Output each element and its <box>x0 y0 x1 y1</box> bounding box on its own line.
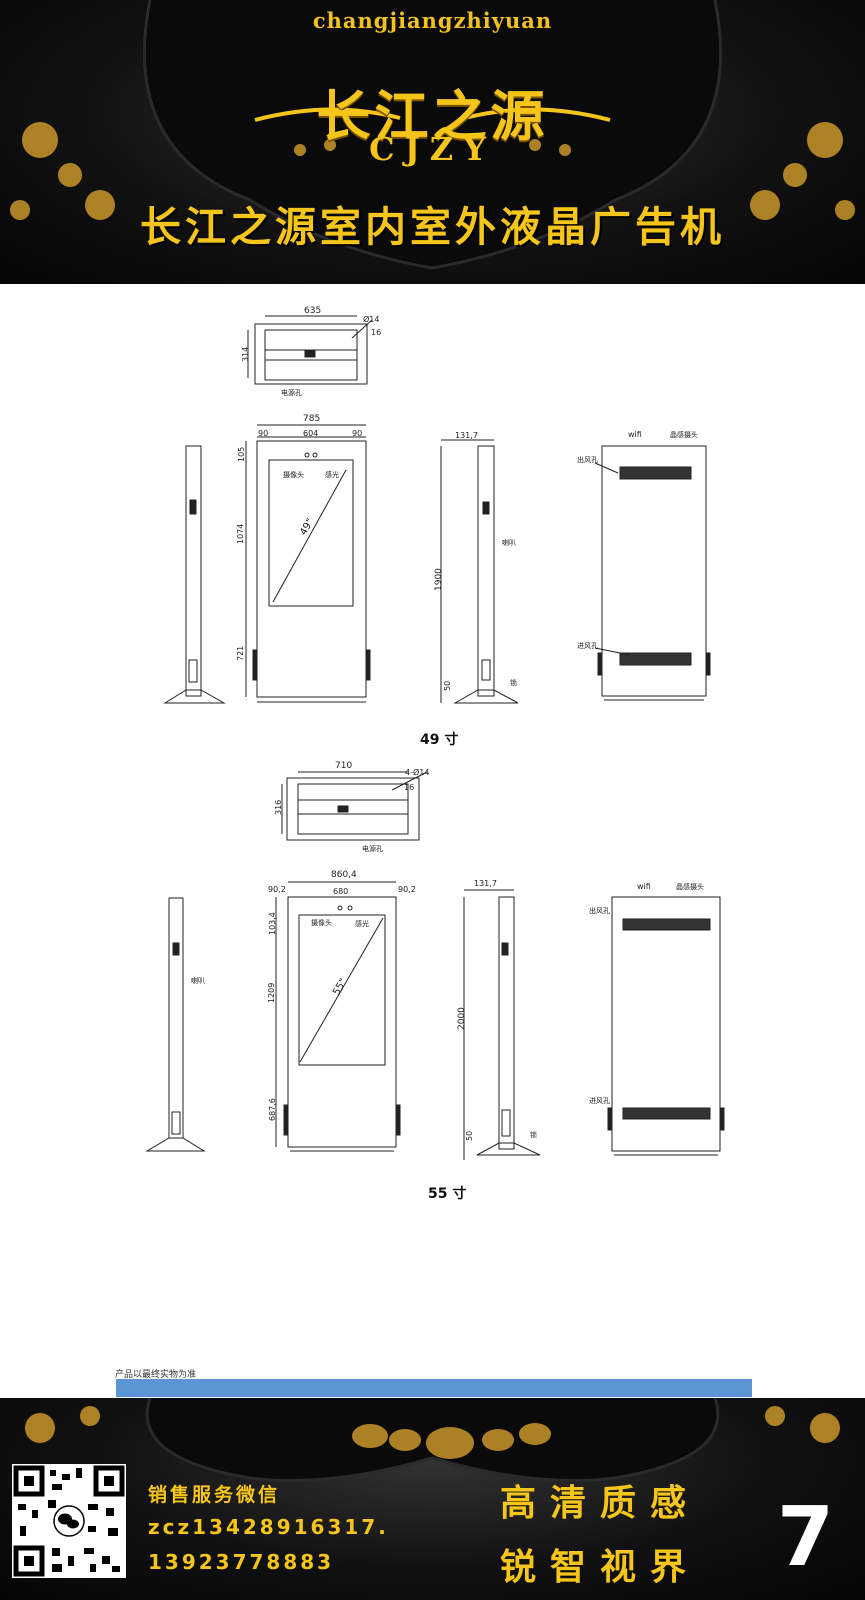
slogan-line-1: 高清质感 <box>500 1483 701 1524</box>
camera-label-49: 摄像头 <box>283 470 304 479</box>
camera-label-55: 摄像头 <box>311 918 332 927</box>
drawing-55: 710 4-Ø14 16 316 电源孔 喇叭 860,4 90,2 680 9… <box>145 761 725 1160</box>
drawing-49: 635 Ø14 16 314 电源孔 785 90 604 90 105 <box>163 306 711 704</box>
wifi-label-49: wifi <box>628 430 642 439</box>
header-banner: changjiangzhiyuan 长江之源 CJZY 长江之源室内室外液晶广告… <box>0 0 865 284</box>
power-hole-label-55: 电源孔 <box>362 844 383 853</box>
sensor-cam-label-49: 晶感摄头 <box>670 430 698 439</box>
side-view-right-49 <box>440 439 519 704</box>
dim-overall-width-49: 785 <box>303 414 320 424</box>
vent-out-label-55: 出风孔 <box>589 906 610 915</box>
side-view-right-55 <box>463 889 541 1160</box>
top-view-55 <box>281 771 428 841</box>
dim-screen-h-55: 1209 <box>267 983 276 1003</box>
dim-top-edge-49: 16 <box>371 328 381 337</box>
dim-margin-right-49: 90 <box>352 429 362 438</box>
blue-divider-bar <box>116 1379 752 1397</box>
side-view-left-55 <box>145 897 206 1152</box>
dim-foot-h-49: 50 <box>443 681 452 691</box>
dim-foot-h-55: 50 <box>465 1131 474 1141</box>
wifi-label-55: wifi <box>637 882 651 891</box>
back-view-55 <box>607 896 725 1156</box>
dim-top-hole-49: Ø14 <box>363 314 379 324</box>
dim-top-h-55: 103,4 <box>268 912 277 935</box>
dim-depth-49: 131,7 <box>455 431 478 440</box>
dim-top-width-49: 635 <box>304 306 321 316</box>
dim-height-49: 1900 <box>434 568 444 591</box>
diagonal-label-49: 49" <box>298 517 316 538</box>
power-hole-label-49: 电源孔 <box>281 388 302 397</box>
speaker-label-49: 喇叭 <box>502 538 516 547</box>
dim-depth-55: 131,7 <box>474 879 497 888</box>
page-headline: 长江之源室内室外液晶广告机 <box>140 203 725 251</box>
slogan-line-2: 锐智视界 <box>500 1547 701 1588</box>
page-number: 7 <box>777 1490 835 1585</box>
dim-top-h-49: 105 <box>237 447 246 462</box>
front-view-55 <box>275 881 401 1152</box>
dim-height-55: 2000 <box>457 1007 467 1030</box>
caption-49: 49 寸 <box>420 732 459 748</box>
top-view-49 <box>247 315 373 385</box>
vent-out-label-49: 出风孔 <box>577 455 598 464</box>
dim-screen-width-55: 680 <box>333 887 348 896</box>
dim-base-h-49: 721 <box>236 646 245 661</box>
wechat-service-label: 销售服务微信 <box>148 1484 281 1506</box>
light-sensor-label-49: 感光 <box>325 470 339 479</box>
logo-initials: CJZY <box>369 130 496 168</box>
dim-top-edge-55: 16 <box>404 783 414 792</box>
dim-margin-left-55: 90,2 <box>268 885 286 894</box>
technical-drawings: 635 Ø14 16 314 电源孔 785 90 604 90 105 <box>145 306 725 1160</box>
footer-ornament-icon <box>25 1398 840 1482</box>
dim-margin-right-55: 90,2 <box>398 885 416 894</box>
ornament-flourish-icon <box>10 0 855 270</box>
dim-screen-width-49: 604 <box>303 429 318 438</box>
logo-chinese: 长江之源 <box>316 84 549 148</box>
dim-base-h-55: 687,6 <box>268 1098 277 1121</box>
sensor-cam-label-55: 晶感摄头 <box>676 882 704 891</box>
vent-in-label-49: 进风孔 <box>577 642 598 650</box>
dim-top-hole-55: 4-Ø14 <box>405 767 429 777</box>
footer-banner <box>0 1398 865 1600</box>
dim-top-depth-49: 314 <box>241 347 250 362</box>
disclaimer-note: 产品以最终实物为准 <box>115 1370 197 1380</box>
caption-55: 55 寸 <box>428 1186 467 1202</box>
logo-latin: changjiangzhiyuan <box>312 8 553 33</box>
lock-label-55: 锁 <box>530 1130 537 1139</box>
lock-label-49: 锁 <box>510 678 517 687</box>
vent-in-label-55: 进风孔 <box>589 1097 610 1105</box>
wechat-id: zcz13428916317. <box>148 1515 389 1539</box>
side-view-left-49 <box>163 445 226 704</box>
diagonal-label-55: 55" <box>331 977 349 998</box>
dim-top-depth-55: 316 <box>274 800 283 815</box>
speaker-label-55-left: 喇叭 <box>191 976 205 985</box>
front-view-49 <box>245 424 371 703</box>
qr-code-icon <box>12 1464 126 1578</box>
light-sensor-label-55: 感光 <box>355 919 369 928</box>
phone-number: 13923778883 <box>148 1550 335 1574</box>
dim-overall-width-55: 860,4 <box>331 870 357 880</box>
dim-screen-h-49: 1074 <box>236 524 245 544</box>
dim-margin-left-49: 90 <box>258 429 268 438</box>
back-view-49 <box>594 445 711 701</box>
dim-top-width-55: 710 <box>335 761 352 771</box>
